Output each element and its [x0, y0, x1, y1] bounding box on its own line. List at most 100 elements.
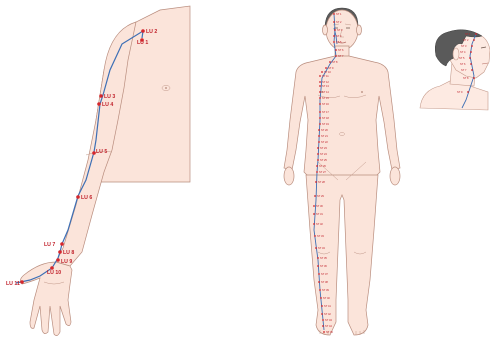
front-label-st17: ST 17: [322, 110, 329, 114]
front-label-st31: ST 31: [316, 212, 323, 216]
front-nipple-right: [361, 91, 363, 93]
front-label-st27: ST 27: [319, 170, 326, 174]
front-point-st36: [317, 265, 319, 267]
front-label-st38: ST 38: [321, 280, 328, 284]
head-label-st1: ST 1: [465, 32, 471, 36]
head-point-st8: [473, 77, 475, 79]
front-point-st28: [315, 181, 317, 183]
front-point-st42: [321, 313, 323, 315]
head-label-st5: ST 5: [459, 56, 465, 60]
nipple-dot: [165, 87, 167, 89]
front-label-st19: ST 19: [322, 122, 329, 126]
label-lu11: LU 11: [6, 281, 20, 287]
label-lu3: LU 3: [104, 94, 115, 100]
front-point-st10: [321, 71, 323, 73]
front-label-st35: ST 35: [320, 256, 327, 260]
front-label-st24: ST 24: [320, 152, 327, 156]
front-point-st38: [318, 281, 320, 283]
front-point-st13: [319, 85, 321, 87]
front-label-st21: ST 21: [321, 134, 328, 138]
front-point-st43: [322, 319, 324, 321]
front-point-st25: [317, 159, 319, 161]
front-label-st9: ST 9: [328, 66, 334, 70]
front-label-st16: ST 16: [322, 102, 329, 106]
front-label-st29: ST 29: [317, 194, 324, 198]
label-lu7: LU 7: [44, 242, 55, 248]
point-lu11: [20, 280, 24, 284]
front-label-st30: ST 30: [316, 204, 323, 208]
front-label-st14: ST 14: [322, 90, 329, 94]
front-label-st7: ST 7: [338, 54, 344, 58]
front-point-st40: [320, 297, 322, 299]
front-label-st10: ST 10: [324, 70, 331, 74]
front-point-st29: [314, 195, 316, 197]
front-point-st14: [319, 91, 321, 93]
front-label-st23: ST 23: [320, 146, 327, 150]
front-point-st6: [335, 49, 337, 51]
label-lu6: LU 6: [81, 195, 92, 201]
point-lu8: [58, 250, 62, 254]
front-point-st32: [313, 223, 315, 225]
front-label-st22: ST 22: [321, 140, 328, 144]
front-label-st41: ST 41: [324, 304, 331, 308]
front-torso: [284, 56, 400, 186]
head-label-st4: ST 4: [460, 50, 466, 54]
label-lu10: LU 10: [47, 270, 61, 276]
front-ear-right: [357, 25, 362, 35]
point-lu6: [76, 195, 80, 199]
front-point-st2: [333, 21, 335, 23]
head-point-st7: [471, 69, 473, 71]
point-lu3: [99, 94, 103, 98]
head-side-figure: [420, 30, 490, 110]
label-lu9: LU 9: [61, 259, 72, 265]
arm-figure: LU 2 LU 1 LU 3 LU 4 LU 5 LU 6 LU 7 LU 8 …: [6, 6, 190, 336]
front-point-st7: [335, 55, 337, 57]
front-label-st42: ST 42: [324, 312, 331, 316]
front-point-st21: [318, 135, 320, 137]
front-point-st24: [317, 153, 319, 155]
front-point-st12: [319, 81, 321, 83]
label-lu1: LU 1: [137, 40, 148, 46]
front-label-st40: ST 40: [323, 296, 330, 300]
front-hand-right: [390, 167, 400, 185]
front-point-st45: [323, 331, 325, 333]
front-point-st31: [313, 213, 315, 215]
front-label-st43: ST 43: [325, 318, 332, 322]
front-point-st5: [333, 41, 335, 43]
front-point-st34: [315, 247, 317, 249]
front-ear-left: [323, 25, 328, 35]
point-lu4: [97, 102, 101, 106]
front-label-st36: ST 36: [320, 264, 327, 268]
front-label-st39: ST 39: [322, 288, 329, 292]
front-point-st30: [313, 205, 315, 207]
front-point-st27: [316, 171, 318, 173]
front-point-st3: [334, 29, 336, 31]
point-lu2: [141, 29, 145, 33]
head-point-st5: [469, 57, 471, 59]
front-point-st19: [319, 123, 321, 125]
front-point-st33: [314, 235, 316, 237]
front-hand-left: [284, 167, 294, 185]
front-label-st32: ST 32: [316, 222, 323, 226]
front-point-st41: [321, 305, 323, 307]
label-lu4: LU 4: [102, 102, 113, 108]
point-lu9: [56, 258, 60, 262]
head-label-st9: ST 9: [457, 90, 463, 94]
head-point-st2: [473, 39, 475, 41]
head-label-st7: ST 7: [461, 68, 467, 72]
front-label-st5: ST 5: [336, 40, 342, 44]
front-point-st9: [325, 67, 327, 69]
front-label-st4: ST 4: [336, 34, 342, 38]
front-point-st17: [319, 111, 321, 113]
front-label-st11: ST 11: [322, 74, 329, 78]
head-label-st8: ST 8: [463, 76, 469, 80]
front-label-st15: ST 15: [322, 96, 329, 100]
front-point-st1: [333, 13, 335, 15]
front-label-st28: ST 28: [318, 180, 325, 184]
head-point-st3: [471, 45, 473, 47]
front-point-st8: [329, 61, 331, 63]
front-point-st39: [319, 289, 321, 291]
front-point-st44: [322, 325, 324, 327]
front-label-st13: ST 13: [322, 84, 329, 88]
